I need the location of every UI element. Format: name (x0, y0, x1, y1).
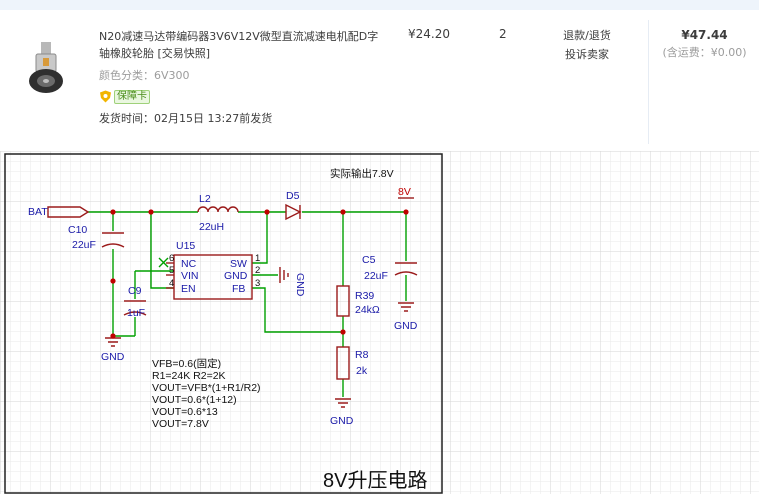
net-bat-label: BAT (28, 206, 48, 218)
total-amount: ¥47.44 (681, 28, 728, 42)
c9-value: 1uF (127, 307, 145, 319)
pin-num-6: 6 (169, 253, 174, 264)
formula-line: VOUT=0.6*(1+12) (152, 394, 237, 406)
schematic-labels: BAT L2 22uH D5 实际输出7.8V 8V C10 22uF U15 … (28, 167, 418, 427)
gnd-label-c5: GND (394, 320, 418, 332)
c9-label: C9 (128, 285, 142, 297)
formula-line: VOUT=7.8V (152, 418, 209, 430)
r8-value: 2k (356, 365, 368, 377)
u15-label: U15 (176, 240, 195, 252)
ship-time-text: 发货时间：02月15日 13:27前发货 (99, 112, 273, 125)
pin-num-3: 3 (255, 278, 260, 289)
r39-value: 24kΩ (355, 304, 380, 316)
guarantee-badge-label: 保障卡 (114, 89, 150, 104)
pin-vin: VIN (181, 270, 199, 282)
pin-fb: FB (232, 283, 245, 295)
order-actions: 退款/退货 投诉卖家 (547, 26, 627, 64)
order-item-row: N20减速马达带编码器3V6V12V微型直流减速电机配D字轴橡胶轮胎 [交易快照… (0, 10, 759, 144)
d5-label: D5 (286, 190, 300, 202)
schematic-grid (0, 151, 759, 494)
pin-num-1: 1 (255, 253, 260, 264)
order-total: ¥47.44 (含运费：¥0.00) (650, 26, 759, 62)
pin-num-2: 2 (255, 265, 260, 276)
gnd-label-c9: GND (101, 351, 125, 363)
schematic-title: 8V升压电路 (323, 469, 427, 492)
pin-gnd: GND (224, 270, 248, 282)
formula-notes: VFB=0.6(固定) R1=24K R2=2K VOUT=VFB*(1+R1/… (152, 357, 261, 430)
unit-price: ¥24.20 (408, 27, 450, 41)
nc-marker (158, 257, 169, 268)
pin-num-4: 4 (169, 278, 174, 289)
pin-num-5: 5 (169, 265, 174, 276)
gnd-label-r8: GND (330, 415, 354, 427)
pin-en: EN (181, 283, 196, 295)
order-header-strip (0, 0, 759, 10)
shipping-fee: (含运费：¥0.00) (662, 46, 747, 59)
components (47, 197, 418, 408)
complain-link[interactable]: 投诉卖家 (565, 48, 609, 61)
quantity: 2 (499, 27, 507, 41)
r39-label: R39 (355, 290, 374, 302)
r8-label: R8 (355, 349, 369, 361)
c5-value: 22uF (364, 270, 388, 282)
sku-text: 颜色分类：6V300 (99, 69, 190, 82)
circuit-schematic-image: BAT L2 22uH D5 实际输出7.8V 8V C10 22uF U15 … (0, 151, 759, 494)
guarantee-badge[interactable]: 保障卡 (99, 89, 150, 104)
gnd-label-u15: GND (294, 273, 306, 297)
column-divider (648, 20, 649, 144)
formula-line: VOUT=0.6*13 (152, 406, 218, 418)
pin-sw: SW (230, 258, 247, 270)
net-8v-label: 8V (398, 186, 411, 198)
output-note: 实际输出7.8V (330, 167, 394, 180)
formula-line: VOUT=VFB*(1+R1/R2) (152, 382, 261, 394)
pin-nc: NC (181, 258, 197, 270)
product-thumbnail[interactable] (24, 40, 68, 96)
product-title-link[interactable]: N20减速马达带编码器3V6V12V微型直流减速电机配D字轴橡胶轮胎 [交易快照… (99, 30, 379, 60)
formula-line: R1=24K R2=2K (152, 370, 226, 382)
c5-label: C5 (362, 254, 376, 266)
c10-value: 22uF (72, 239, 96, 251)
guarantee-shield-icon (100, 90, 111, 103)
refund-link[interactable]: 退款/退货 (563, 29, 611, 42)
junctions (110, 209, 409, 339)
c10-label: C10 (68, 224, 87, 236)
formula-line: VFB=0.6(固定) (152, 357, 221, 370)
l2-label: L2 (199, 193, 211, 205)
l2-value: 22uH (199, 221, 224, 233)
